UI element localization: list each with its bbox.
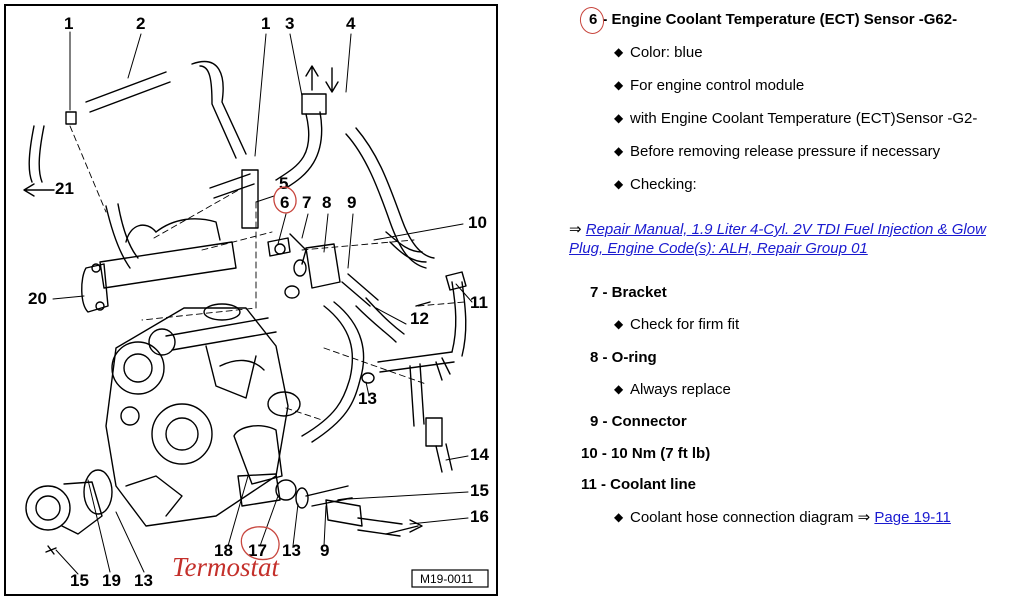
item-9-connector: 9 - Connector (590, 413, 687, 430)
header-item-number: 6 (584, 11, 602, 28)
callout-8: 8 (322, 193, 331, 212)
callout-1: 1 (64, 14, 73, 33)
callout-1: 1 (261, 14, 270, 33)
callout-13: 13 (282, 541, 301, 560)
callout-21: 21 (55, 179, 74, 198)
callout-16: 16 (470, 507, 489, 526)
callout-15: 15 (470, 481, 489, 500)
diagram-panel: 1 2 1 3 4 21 5 6 7 8 9 10 20 11 12 13 14… (4, 4, 498, 596)
flow-arrows (23, 65, 423, 535)
link-arrow-icon: ⇒ (569, 221, 582, 238)
bullet-diamond-icon: ◆ (614, 510, 624, 524)
callout-4: 4 (346, 14, 356, 33)
repair-manual-reference: ⇒ Repair Manual, 1.9 Liter 4-Cyl. 2V TDI… (569, 220, 1022, 258)
engine-block (105, 303, 301, 527)
figure-reference: M19-0011 (420, 572, 473, 586)
page-19-11-link[interactable]: Page 19-11 (874, 509, 951, 526)
dashed-guides (69, 125, 465, 421)
repair-manual-link[interactable]: Repair Manual, 1.9 Liter 4-Cyl. 2V TDI F… (585, 221, 986, 238)
item-8-bullet: ◆Always replace (614, 381, 731, 398)
callout-17: 17 (248, 541, 267, 560)
callout-6: 6 (280, 193, 289, 212)
callout-5: 5 (279, 174, 288, 193)
item-8-o-ring: 8 - O-ring (590, 349, 657, 366)
figure-reference-box: M19-0011 (411, 569, 489, 588)
thermostat-housing (237, 473, 403, 537)
bullet-diamond-icon: ◆ (614, 45, 624, 59)
callout-13: 13 (134, 571, 153, 590)
water-pump (25, 469, 113, 555)
item-10-torque: 10 - 10 Nm (7 ft lb) (581, 445, 711, 462)
ect-bullet: ◆with Engine Coolant Temperature (ECT)Se… (614, 110, 978, 127)
callout-numbers: 1 2 1 3 4 21 5 6 7 8 9 10 20 11 12 13 14… (28, 14, 489, 590)
bullet-diamond-icon: ◆ (614, 177, 624, 191)
callout-2: 2 (136, 14, 145, 33)
item-11-bullet: ◆Coolant hose connection diagram ⇒ Page … (614, 509, 951, 526)
bullet-diamond-icon: ◆ (614, 382, 624, 396)
ect-bullet: ◆Before removing release pressure if nec… (614, 143, 941, 160)
ect-bullet: ◆For engine control module (614, 77, 805, 94)
callout-11: 11 (470, 293, 488, 312)
bullet-diamond-icon: ◆ (614, 78, 624, 92)
link-arrow-icon: ⇒ (857, 509, 871, 526)
item-7-bullet: ◆Check for firm fit (614, 316, 740, 333)
egr-cooler (81, 218, 237, 313)
ect-bullet: ◆Color: blue (614, 44, 703, 61)
repair-manual-link-continued[interactable]: Plug, Engine Code(s): ALH, Repair Group … (569, 240, 868, 257)
callout-7: 7 (302, 193, 311, 212)
coolant-line (377, 231, 467, 473)
bullet-diamond-icon: ◆ (614, 317, 624, 331)
callout-18: 18 (214, 541, 233, 560)
exploded-coolant-diagram: 1 2 1 3 4 21 5 6 7 8 9 10 20 11 12 13 14… (23, 14, 489, 590)
item-7-bracket: 7 - Bracket (590, 284, 667, 301)
ect-bullet: ◆Checking: (614, 176, 697, 193)
callout-14: 14 (470, 445, 489, 464)
callout-15: 15 (70, 571, 89, 590)
callout-9: 9 (320, 541, 329, 560)
leader-lines (52, 31, 473, 575)
callout-9: 9 (347, 193, 356, 212)
callout-19: 19 (102, 571, 121, 590)
upper-hoses (28, 61, 435, 269)
bullet-diamond-icon: ◆ (614, 111, 624, 125)
bullet-diamond-icon: ◆ (614, 144, 624, 158)
callout-20: 20 (28, 289, 47, 308)
callout-13: 13 (358, 389, 377, 408)
ect-sensor-assembly (267, 233, 405, 443)
item-11-coolant-line: 11 - Coolant line (581, 476, 697, 493)
callout-3: 3 (285, 14, 294, 33)
parts-legend: 6- Engine Coolant Temperature (ECT) Sens… (560, 0, 1022, 599)
callout-10: 10 (468, 213, 487, 232)
callout-12: 12 (410, 309, 429, 328)
handwritten-termostat-note: Termostat (172, 552, 281, 582)
red-annotation-circles (240, 186, 297, 561)
header-item-title: - Engine Coolant Temperature (ECT) Senso… (602, 11, 958, 28)
legend-header: 6- Engine Coolant Temperature (ECT) Sens… (584, 11, 957, 28)
